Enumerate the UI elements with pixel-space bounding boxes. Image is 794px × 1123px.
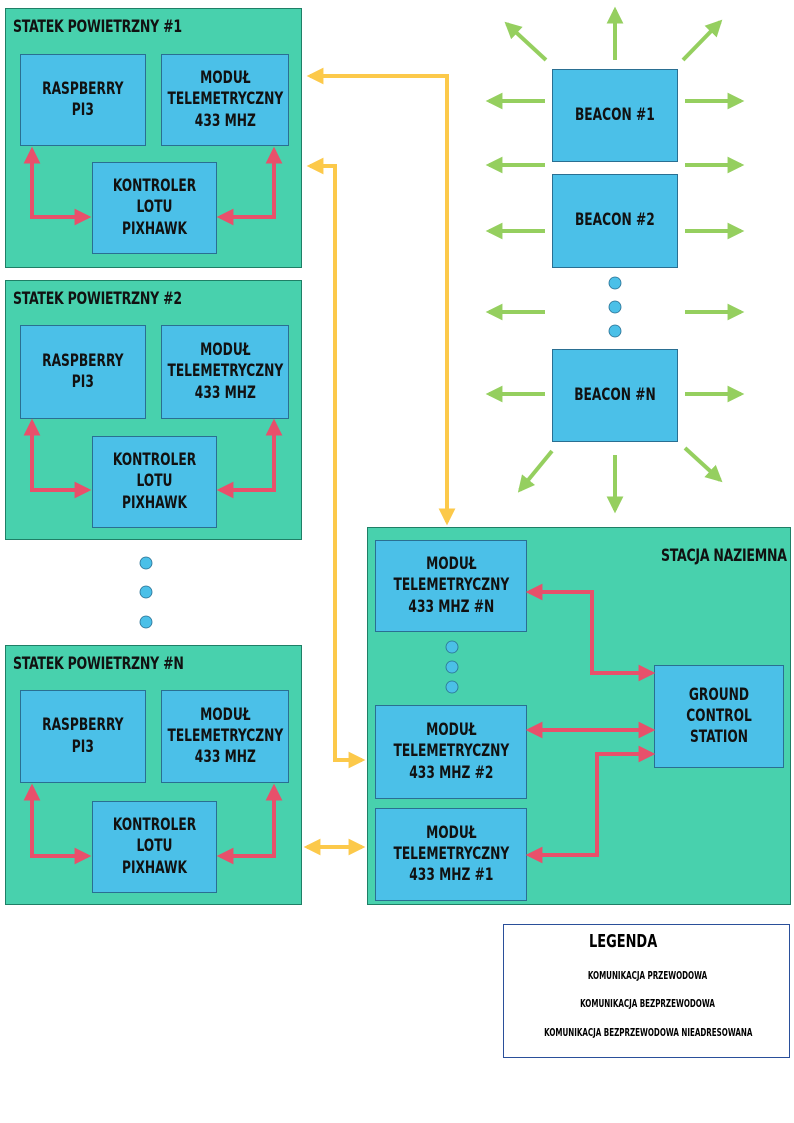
- ellipsis-dot: [445, 680, 459, 694]
- telemetry-module-box: Moduł telemetryczny 433 MHz: [161, 325, 289, 419]
- wireless-links: [303, 67, 456, 856]
- ellipsis-dot: [608, 324, 622, 338]
- flight-controller-box: Kontroler lotu Pixhawk: [92, 436, 217, 528]
- wireless-arrow: [306, 67, 456, 526]
- legend: Legenda Komunikacja przewodowa Komunikac…: [503, 924, 790, 1058]
- wired-arrow: [23, 146, 92, 226]
- ellipsis-dot: [139, 556, 153, 570]
- ellipsis-dot: [608, 300, 622, 314]
- legend-label-wired: Komunikacja przewodowa: [587, 969, 708, 982]
- ellipsis-dots: [139, 276, 622, 694]
- aircraft-title: Statek powietrzny #2: [13, 289, 182, 309]
- ground-station-title: Stacja naziemna: [661, 546, 787, 566]
- wired-arrow: [23, 783, 92, 865]
- wired-arrow: [216, 146, 283, 226]
- beacon-box-n: Beacon #N: [552, 349, 678, 442]
- broadcast-arrow: [517, 449, 554, 493]
- flight-controller-box: Kontroler lotu Pixhawk: [92, 162, 217, 254]
- wired-arrow: [525, 583, 656, 682]
- raspberry-pi-box: Raspberry Pi3: [20, 54, 146, 146]
- broadcast-links: [485, 6, 745, 514]
- wired-arrow: [216, 418, 283, 499]
- aircraft-title: Statek powietrzny #1: [13, 17, 182, 37]
- wired-arrow: [23, 418, 92, 499]
- ellipsis-dot: [139, 585, 153, 599]
- beacon-box-1: Beacon #1: [552, 69, 678, 162]
- broadcast-arrow: [504, 21, 548, 62]
- ellipsis-dot: [445, 640, 459, 654]
- ground-telemetry-module-n: Moduł telemetryczny 433 MHz #N: [375, 540, 527, 632]
- broadcast-arrow: [681, 19, 723, 62]
- ellipsis-dot: [445, 660, 459, 674]
- ellipsis-dot: [608, 276, 622, 290]
- wireless-arrow: [306, 157, 366, 769]
- ground-telemetry-module-2: Moduł telemetryczny 433 MHz #2: [375, 705, 527, 799]
- ellipsis-dot: [139, 615, 153, 629]
- ground-telemetry-module-1: Moduł telemetryczny 433 MHz #1: [375, 808, 527, 901]
- ground-control-station-box: Ground control station: [654, 665, 784, 768]
- legend-label-wireless: Komunikacja bezprzewodowa: [580, 997, 715, 1010]
- raspberry-pi-box: Raspberry Pi3: [20, 690, 146, 783]
- aircraft-title: Statek powietrzny #N: [13, 654, 184, 674]
- legend-title: Legenda: [589, 931, 658, 952]
- raspberry-pi-box: Raspberry Pi3: [20, 325, 146, 419]
- wired-links: [23, 146, 656, 865]
- legend-label-broadcast: Komunikacja bezprzewodowa nieadresowana: [544, 1026, 753, 1039]
- wired-arrow: [525, 745, 656, 864]
- wired-arrow: [216, 783, 283, 865]
- flight-controller-box: Kontroler lotu Pixhawk: [92, 801, 217, 893]
- telemetry-module-box: Moduł telemetryczny 433 MHz: [161, 54, 289, 146]
- telemetry-module-box: Moduł telemetryczny 433 MHz: [161, 690, 289, 783]
- beacon-box-2: Beacon #2: [552, 174, 678, 268]
- broadcast-arrow: [683, 446, 723, 483]
